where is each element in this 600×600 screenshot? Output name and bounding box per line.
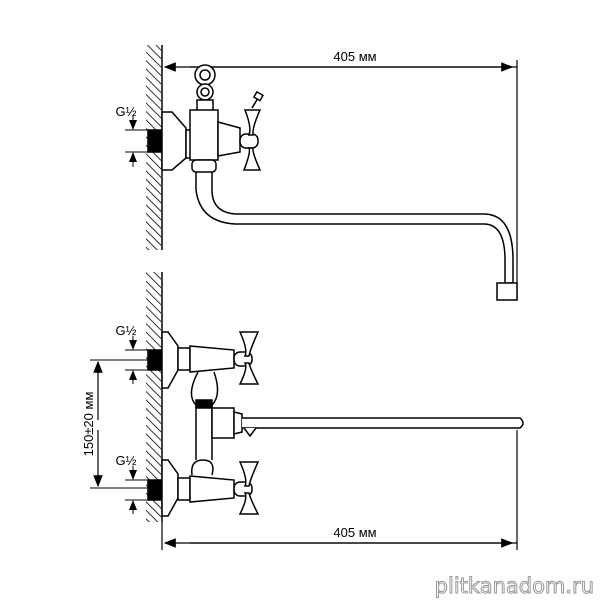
spacing-label: 150±20 мм xyxy=(81,392,96,457)
bottom-width-dimension xyxy=(161,430,518,550)
bottom-threads xyxy=(125,336,162,514)
top-faucet xyxy=(161,64,518,301)
top-width-label: 405 мм xyxy=(333,49,376,64)
bottom-lower-thread-label: G½ xyxy=(116,453,137,468)
bottom-width-label: 405 мм xyxy=(333,525,376,540)
top-width-dimension xyxy=(163,60,518,300)
watermark: plitkanadom.ru xyxy=(435,574,594,598)
top-thread-label: G½ xyxy=(116,104,137,119)
top-thread xyxy=(125,115,162,167)
spacing-dimension xyxy=(90,359,150,489)
bottom-faucet xyxy=(161,331,524,517)
bottom-upper-thread-label: G½ xyxy=(116,323,137,338)
